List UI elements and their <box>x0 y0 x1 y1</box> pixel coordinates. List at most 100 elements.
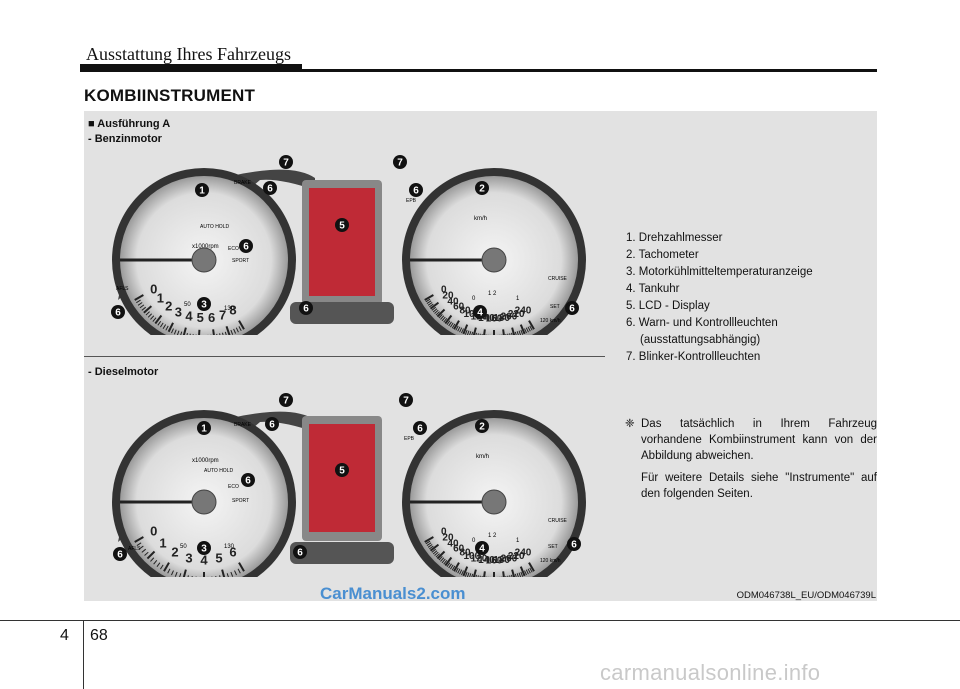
gauge-number: 100 <box>463 551 480 562</box>
mph-tag: 120 km/h <box>540 558 561 564</box>
cruise-tag: CRUISE <box>548 276 568 282</box>
callout-marker <box>399 393 413 407</box>
gauge-tick <box>150 315 155 320</box>
gauge-tick <box>141 548 147 553</box>
gauge-number: 160 <box>486 313 503 324</box>
callout-number: 3 <box>201 544 207 555</box>
gauge-tick <box>450 564 454 570</box>
cruise-tag: CRUISE <box>548 518 568 524</box>
callout-number: 4 <box>477 308 483 319</box>
gauge-tick <box>455 567 459 573</box>
fuel-mid: 1 2 <box>488 291 497 297</box>
callout-number: 2 <box>479 184 485 195</box>
set-tag: SET <box>548 544 558 550</box>
gauge-number: 140 <box>478 313 495 324</box>
gauge-number: 5 <box>215 550 222 565</box>
gauge-number: 160 <box>486 555 503 566</box>
callout-marker <box>475 541 489 555</box>
gauge-tick <box>469 573 472 577</box>
gauge-number: 7 <box>219 307 226 322</box>
gauge-tick <box>216 333 218 335</box>
brake-tag: BRAKE <box>234 180 252 186</box>
gauge-tick <box>238 326 242 332</box>
gauge-number: 220 <box>508 551 525 562</box>
gauge-number: 8 <box>229 303 236 318</box>
gauge-tick <box>215 575 217 577</box>
gauge-tick <box>180 331 183 335</box>
gauge-tick <box>182 569 187 577</box>
legend-item: 3. Motorkühlmitteltemperaturanzeige <box>626 266 813 278</box>
callout-marker <box>197 541 211 555</box>
gauge-tick <box>469 331 472 335</box>
gauge-number: 240 <box>515 548 532 559</box>
callout-number: 3 <box>201 300 207 311</box>
callout-marker <box>565 301 579 315</box>
gauge-tick <box>527 326 531 332</box>
gauge-tick <box>466 572 470 577</box>
gauge-tick <box>446 320 451 326</box>
gauge-tick <box>451 323 456 329</box>
gauge-tick <box>221 332 224 335</box>
watermark-site: carmanualsonline.info <box>600 660 821 685</box>
gauge-tick <box>483 329 486 335</box>
legend-item: 4. Tankuhr <box>626 283 680 295</box>
temp-high: 130 <box>224 306 235 312</box>
gauge-tick <box>529 567 533 573</box>
gauge-tick <box>165 325 169 331</box>
gauge-tick <box>464 571 468 577</box>
callout-number: 7 <box>403 396 409 407</box>
gauge-tick <box>198 329 201 335</box>
gauge-tick <box>182 327 187 335</box>
callout-marker <box>293 545 307 559</box>
callout-number: 7 <box>283 158 289 169</box>
callout-marker <box>197 421 211 435</box>
gauge-number: 40 <box>447 538 459 549</box>
gauge-tick <box>432 308 438 313</box>
gauge-tick <box>518 330 522 335</box>
gauge-tick <box>143 305 153 314</box>
gauge-tick <box>425 298 431 303</box>
gauge-tick <box>426 542 432 546</box>
gauge-tick <box>431 306 437 311</box>
gauge-number: 6 <box>208 310 215 325</box>
gauge-tick <box>462 566 469 577</box>
callout-number: 7 <box>283 396 289 407</box>
gauge-tick <box>427 544 433 548</box>
gauge-tick <box>187 575 189 577</box>
gauge-tick <box>141 306 147 311</box>
gauge-tick <box>451 565 456 571</box>
gauge-tick <box>219 575 221 577</box>
gauge-tick <box>462 324 469 335</box>
gauge-number: 200 <box>501 553 518 564</box>
gauge-tick <box>171 570 174 576</box>
note-text-1: Das tatsächlich in Ihrem Fahrzeug vorhan… <box>641 418 877 462</box>
callout-marker <box>409 183 423 197</box>
gauge-number: 60 <box>453 543 465 554</box>
callout-marker <box>299 301 313 315</box>
callout-number: 6 <box>117 550 123 561</box>
gauge-tick <box>457 326 461 332</box>
gauge-tick <box>455 325 459 331</box>
temp-low: 50 <box>184 302 191 308</box>
gauge-tick <box>235 327 239 333</box>
gauge-tick <box>528 320 535 330</box>
gauge-tick <box>481 333 483 335</box>
gauge-tick <box>179 573 182 577</box>
gauge-tick <box>514 331 517 335</box>
gauge-tick <box>427 302 433 306</box>
gauge-tick <box>461 328 464 334</box>
gauge-tick <box>230 571 234 577</box>
callout-marker <box>241 473 255 487</box>
afls-tag: AFLS <box>116 286 129 292</box>
gauge-number: 1 <box>157 291 164 306</box>
gauge-tick <box>144 551 149 556</box>
callout-number: 5 <box>339 466 345 477</box>
gauge-number: 0 <box>441 284 447 295</box>
gauge-tick <box>238 562 245 572</box>
rpm-unit: x1000rpm <box>192 458 219 464</box>
gauge-tick <box>477 333 479 335</box>
gauge-tick <box>507 333 509 335</box>
gauge-number: 180 <box>493 555 510 566</box>
gauge-tick <box>448 321 452 327</box>
gauge-tick <box>525 569 529 575</box>
